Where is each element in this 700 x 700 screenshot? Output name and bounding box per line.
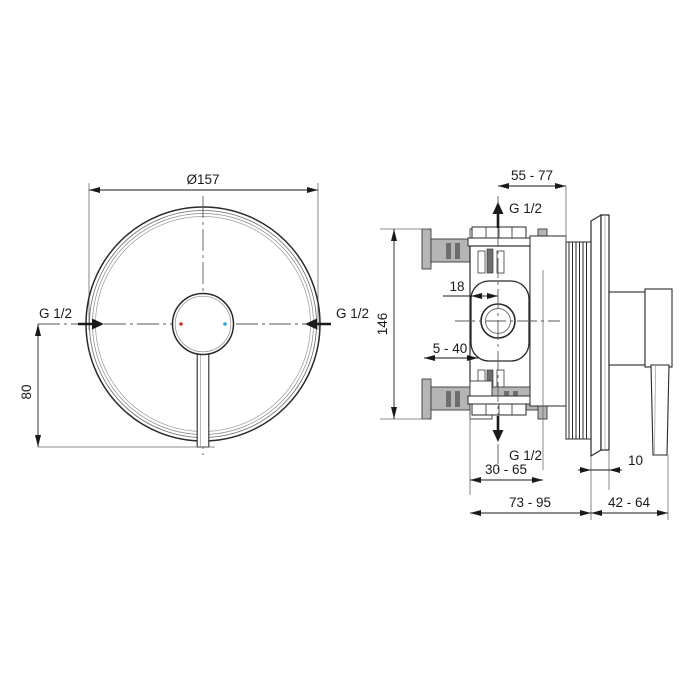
dim-10-label: 10 <box>628 453 643 468</box>
lever-side <box>650 364 670 456</box>
threaded-bellows-section <box>565 241 592 440</box>
side-view: 55 - 77 G 1/2 G 1/2 146 18 <box>375 168 673 520</box>
cold-indicator-dot <box>223 322 227 326</box>
dim-30-65: 30 - 65 <box>470 462 543 483</box>
upper-internal-slots <box>477 248 505 274</box>
hot-indicator-dot <box>179 322 183 326</box>
front-inlet-left-label: G 1/2 <box>39 306 72 321</box>
dim-5-40: 5 - 40 <box>424 341 478 361</box>
dim-42-64: 42 - 64 <box>591 495 668 516</box>
dim-5-40-label: 5 - 40 <box>433 341 468 356</box>
front-inlet-right-label: G 1/2 <box>336 306 369 321</box>
front-inlet-left: G 1/2 <box>39 306 104 330</box>
dim-18: 18 <box>443 279 498 299</box>
front-view: Ø157 G 1/2 <box>19 172 369 455</box>
dim-146-label: 146 <box>375 313 390 336</box>
dim-55-77-label: 55 - 77 <box>511 168 553 183</box>
dim-10: 10 <box>578 453 643 473</box>
dim-73-95-label: 73 - 95 <box>509 495 551 510</box>
handle-hub-side <box>608 288 673 368</box>
dim-55-77: 55 - 77 <box>498 168 567 242</box>
front-height-dimension: 80 <box>19 324 215 448</box>
top-port-cap <box>467 226 531 247</box>
lever-handle <box>196 351 210 448</box>
front-diameter-dimension: Ø157 <box>89 172 318 193</box>
dim-30-65-label: 30 - 65 <box>485 462 527 477</box>
front-diameter-label: Ø157 <box>186 172 219 187</box>
escutcheon-plate-edge <box>590 213 610 458</box>
dim-146: 146 <box>375 228 428 420</box>
dim-73-95: 73 - 95 <box>470 495 591 516</box>
front-height-label: 80 <box>19 384 34 399</box>
side-top-port: G 1/2 <box>492 201 542 228</box>
centre-boss <box>171 292 235 356</box>
side-bottom-port-label: G 1/2 <box>509 448 542 463</box>
side-bottom-port: G 1/2 <box>492 416 542 463</box>
dim-18-label: 18 <box>449 279 464 294</box>
bottom-port-cap <box>467 395 531 416</box>
side-top-port-label: G 1/2 <box>509 201 542 216</box>
dim-42-64-label: 42 - 64 <box>608 495 651 510</box>
front-inlet-right: G 1/2 <box>305 306 369 330</box>
